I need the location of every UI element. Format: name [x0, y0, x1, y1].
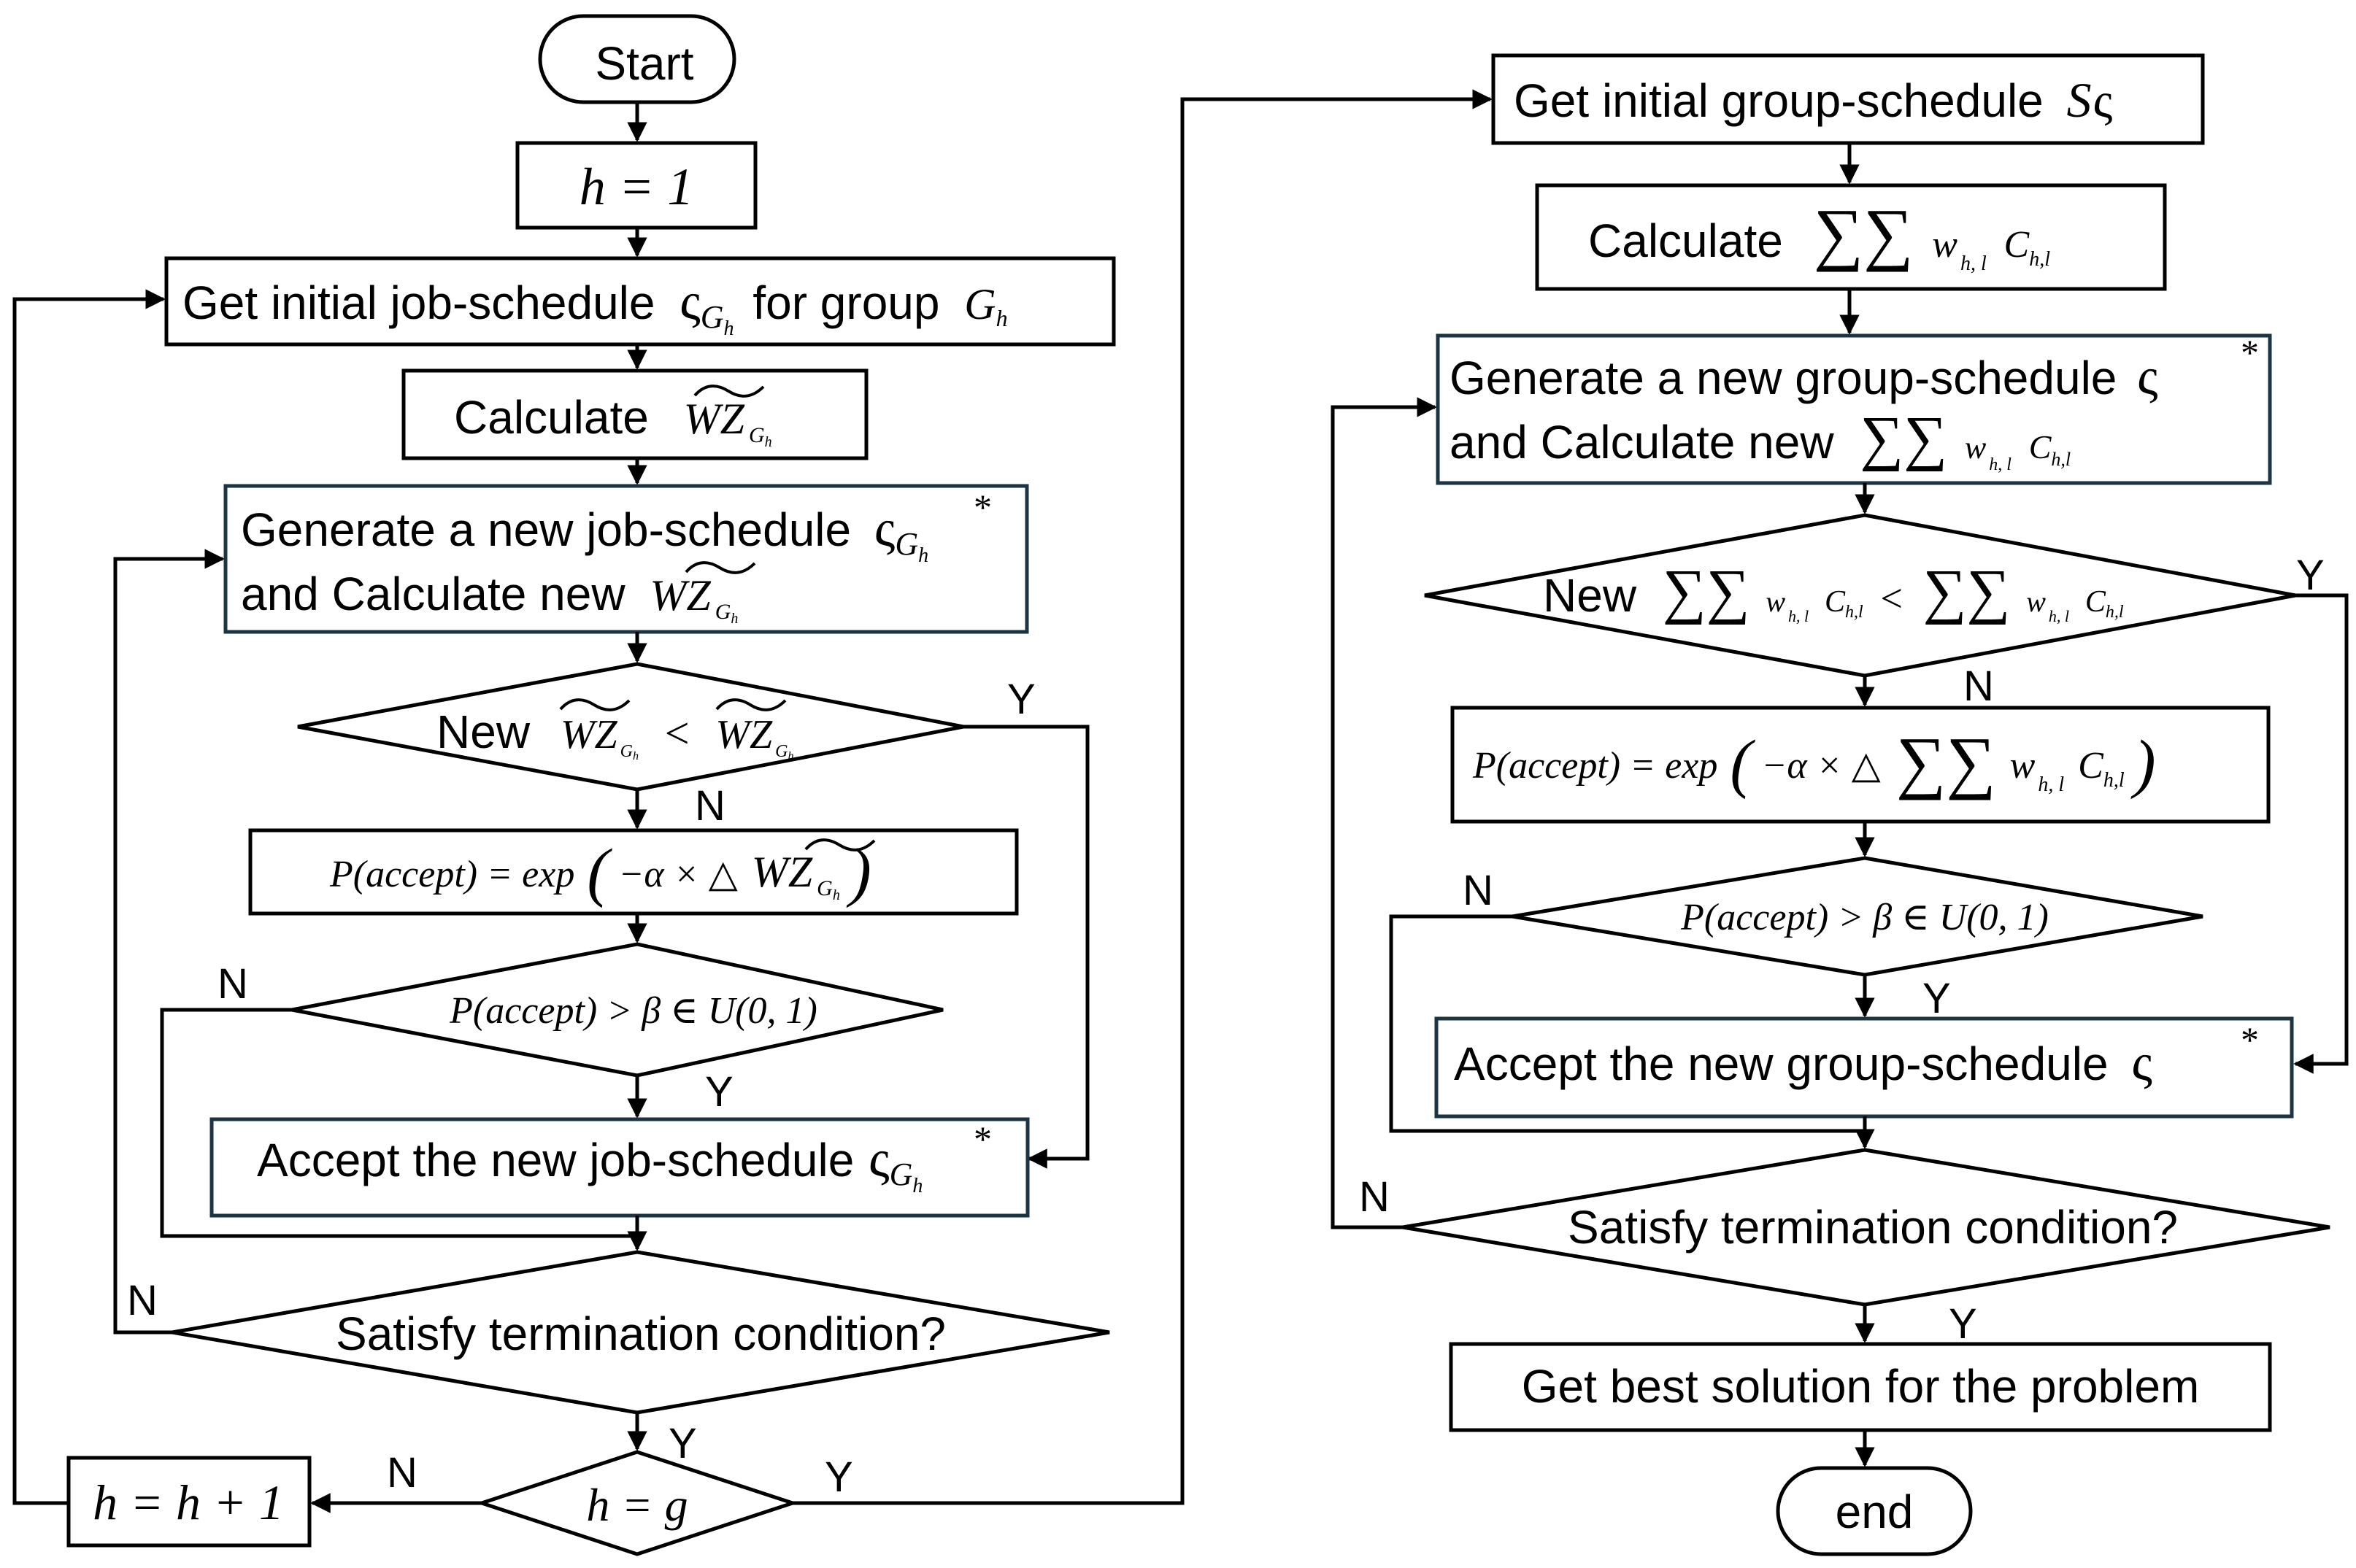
- gen-job-schedule-box: [223, 484, 1029, 634]
- calc-wz-box: [401, 368, 869, 460]
- end-label: end: [1836, 1486, 1914, 1538]
- accept-group-label: Accept the new group-schedule ς: [1454, 1033, 2152, 1092]
- accept-group-star: *: [2241, 1019, 2259, 1060]
- h-eq-g-diamond: [475, 1450, 799, 1556]
- gen-group-schedule-box: [1436, 333, 2272, 485]
- get-group-schedule-box: [1491, 53, 2205, 145]
- test-group-yes: Y: [1922, 975, 1951, 1022]
- test-group-label: P(accept) > β ∈ U(0, 1): [1680, 897, 2049, 938]
- best-solution-box: [1449, 1342, 2272, 1432]
- accept-job-box: [209, 1117, 1030, 1218]
- get-job-schedule-box: [164, 256, 1116, 347]
- start-label: Start: [595, 37, 693, 90]
- accept-job-label: Accept the new job-schedule ςGh: [257, 1129, 923, 1197]
- h-init-box: [515, 141, 758, 230]
- test-job-label: P(accept) > β ∈ U(0, 1): [449, 990, 817, 1032]
- get-job-schedule-label: Get initial job-schedule ςGh for group G…: [182, 272, 1008, 345]
- h-inc-label: h = h + 1: [93, 1475, 284, 1530]
- term-job-label: Satisfy termination condition?: [336, 1308, 946, 1360]
- cmp-sum-no: N: [1963, 663, 1994, 710]
- best-solution-label: Get best solution for the problem: [1522, 1360, 2200, 1413]
- h-init-label: h = 1: [580, 158, 694, 216]
- term-group-no: N: [1359, 1173, 1390, 1221]
- cmp-wz-diamond: [297, 662, 964, 792]
- h-eq-g-no: N: [387, 1449, 417, 1496]
- prob-job-box: [248, 828, 1019, 916]
- cmp-sum-yes: Y: [2296, 552, 2325, 599]
- gen-group-schedule-line1: Generate a new group-schedule ς: [1450, 347, 2158, 406]
- cmp-wz-yes: Y: [1007, 676, 1036, 723]
- accept-job-star: *: [974, 1119, 992, 1159]
- term-job-yes: Y: [669, 1420, 697, 1467]
- test-job-yes: Y: [705, 1068, 734, 1116]
- term-group-label: Satisfy termination condition?: [1568, 1201, 2178, 1254]
- get-group-schedule-label: Get initial group-schedule Sς: [1514, 72, 2113, 128]
- end-terminal: [1776, 1466, 1973, 1556]
- gen-job-schedule-star: *: [974, 487, 992, 528]
- gen-job-schedule-line1: Generate a new job-schedule ςGh: [241, 499, 928, 567]
- h-eq-g-label: h = g: [586, 1479, 688, 1531]
- cmp-wz-no: N: [695, 782, 725, 830]
- term-group-yes: Y: [1949, 1300, 1977, 1348]
- h-eq-g-yes: Y: [825, 1453, 853, 1501]
- term-job-no: N: [127, 1277, 158, 1324]
- prob-group-box: [1450, 706, 2271, 824]
- accept-group-box: [1434, 1016, 2294, 1119]
- test-job-no: N: [217, 960, 248, 1008]
- test-group-no: N: [1463, 867, 1493, 914]
- calc-sum-box: [1535, 183, 2167, 291]
- gen-group-schedule-star: *: [2241, 332, 2259, 373]
